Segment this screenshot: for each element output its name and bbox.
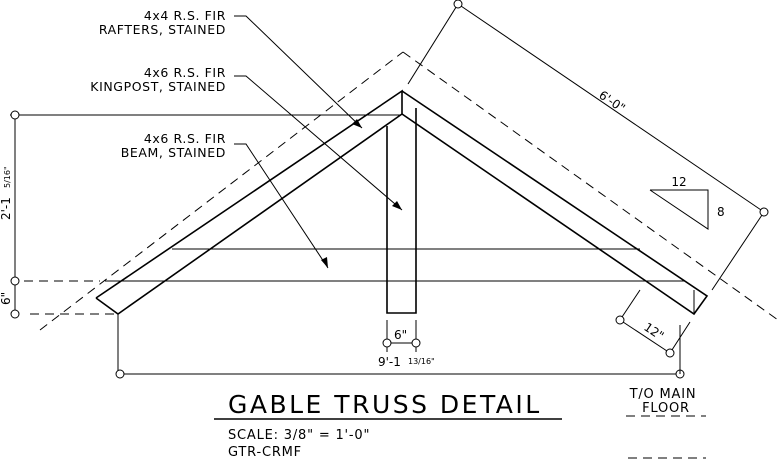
kingpost (386, 108, 417, 314)
beam-label-line1: 4x6 R.S. FIR (144, 131, 226, 146)
rafter-label-line1: 4x4 R.S. FIR (144, 8, 226, 23)
rafter-length-text: 6'-0" (596, 88, 627, 115)
kingpost-width-text: 6" (394, 328, 407, 342)
beam-depth-text: 6" (0, 292, 13, 305)
rafter-label-line2: RAFTERS, STAINED (99, 22, 226, 37)
rafter-length-dimension (407, 0, 769, 291)
span-text: 9'-1 (378, 355, 401, 369)
floor-note-line1: T/O MAIN (629, 387, 697, 402)
slope-rise-text: 8 (717, 205, 725, 219)
drawing-title: GABLE TRUSS DETAIL (228, 390, 542, 419)
beam (24, 248, 685, 315)
kingpost-leader (234, 75, 403, 211)
overhang-text: 12" (641, 320, 666, 343)
height-text: 2'-1 (0, 197, 13, 220)
height-fraction: 5/16" (3, 166, 12, 188)
kingpost-width-dimension (382, 320, 421, 352)
slope-indicator (649, 189, 709, 230)
slope-run-text: 12 (671, 175, 686, 189)
drawing-code: GTR-CRMF (228, 445, 302, 460)
scale-text: SCALE: 3/8" = 1'-0" (228, 428, 370, 443)
roof-outline-dashed (39, 51, 778, 331)
kingpost-label-line2: KINGPOST, STAINED (90, 79, 226, 94)
rafter-right (401, 90, 709, 316)
beam-leader (234, 143, 329, 269)
beam-label-line2: BEAM, STAINED (121, 145, 226, 160)
kingpost-label-line1: 4x6 R.S. FIR (144, 65, 226, 80)
floor-note-line2: FLOOR (642, 401, 690, 416)
rafter-leader (234, 15, 363, 129)
span-fraction: 13/16" (408, 357, 435, 366)
height-dimension (10, 110, 400, 319)
span-dimension (115, 325, 685, 379)
